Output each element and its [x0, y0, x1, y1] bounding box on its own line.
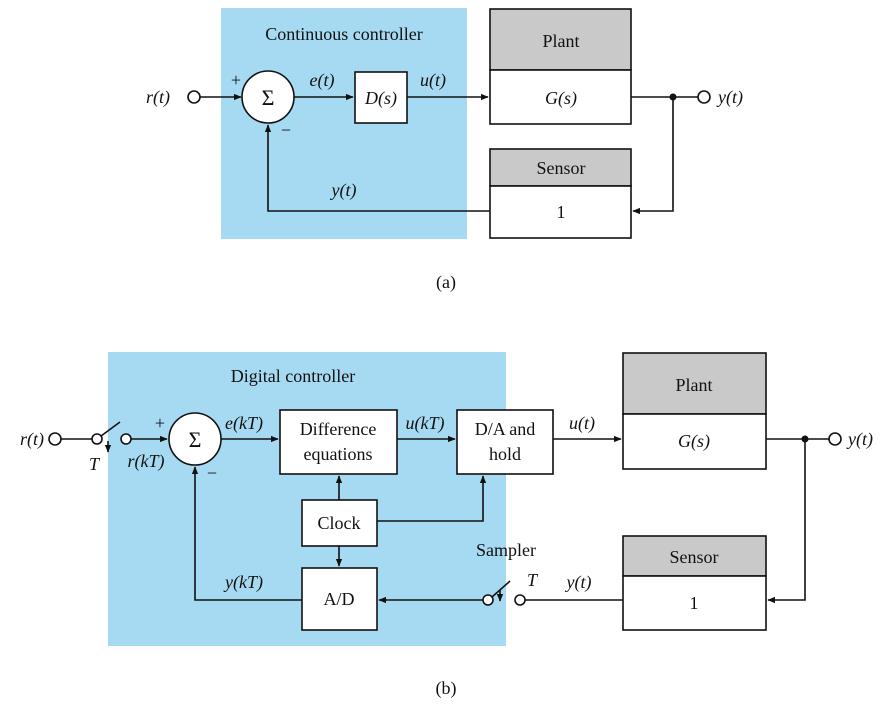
dac-label-line2: hold	[489, 444, 521, 464]
output-terminal	[697, 90, 711, 104]
sigma-symbol: Σ	[262, 85, 275, 110]
sampler-switch	[491, 580, 511, 598]
switch-period-T: T	[89, 454, 101, 474]
caption-a: (a)	[436, 272, 456, 293]
plus-sign: +	[155, 413, 165, 433]
input-r-label: r(t)	[20, 429, 44, 450]
sensor-gain-label: 1	[557, 202, 566, 222]
plant-gs-label: G(s)	[545, 88, 577, 109]
clock-label: Clock	[318, 513, 361, 533]
adc-block	[301, 567, 378, 631]
sampler-period-T: T	[527, 570, 539, 590]
difference-label-line2: equations	[304, 444, 373, 464]
sampler-contact-right	[514, 594, 526, 606]
sampler-label: Sampler	[476, 540, 536, 560]
continuous-controller-label: Continuous controller	[265, 24, 422, 44]
u-label: u(t)	[569, 413, 595, 434]
diagram-b: Digital controller r(t) T r(kT) Σ + − e(…	[20, 352, 873, 699]
difference-label-line1: Difference	[300, 419, 377, 439]
difference-equations-block	[279, 409, 398, 475]
digital-controller-label: Digital controller	[231, 366, 355, 386]
output-y-label: y(t)	[716, 87, 743, 108]
plant-block	[622, 413, 767, 470]
output-to-sensor-arrow	[767, 439, 806, 604]
sampler-contact-left	[482, 594, 494, 606]
ekT-label: e(kT)	[225, 413, 263, 434]
rkT-label: r(kT)	[128, 451, 165, 472]
plant-header-label: Plant	[542, 31, 579, 51]
e-label: e(t)	[310, 70, 335, 91]
dac-hold-block	[456, 409, 554, 475]
continuous-controller-region	[221, 8, 467, 239]
sensor-gain-label: 1	[690, 593, 699, 613]
plant-block	[489, 69, 632, 125]
plus-sign: +	[231, 70, 241, 90]
minus-sign: −	[281, 120, 291, 140]
sensor-header-label: Sensor	[537, 158, 586, 178]
output-to-sensor-arrow	[632, 97, 674, 215]
input-terminal	[48, 432, 62, 446]
sigma-symbol: Σ	[189, 427, 202, 452]
sensor-block	[622, 575, 767, 631]
output-y-label: y(t)	[846, 429, 873, 450]
output-terminal	[828, 432, 842, 446]
plant-header-label: Plant	[675, 375, 712, 395]
switch-contact-right	[120, 433, 132, 445]
ykT-label: y(kT)	[223, 572, 263, 593]
ukT-label: u(kT)	[406, 413, 445, 434]
u-label: u(t)	[420, 70, 446, 91]
sensor-header	[622, 535, 767, 577]
dac-label-line1: D/A and	[475, 419, 536, 439]
sensor-header-label: Sensor	[670, 547, 719, 567]
input-sampler-switch	[100, 421, 121, 437]
switch-contact-left	[91, 433, 103, 445]
minus-sign: −	[207, 463, 217, 483]
caption-b: (b)	[436, 678, 457, 699]
input-terminal	[187, 90, 201, 104]
input-r-label: r(t)	[146, 87, 170, 108]
ds-label: D(s)	[364, 88, 397, 109]
plant-gs-label: G(s)	[678, 431, 710, 452]
feedback-y-label: y(t)	[330, 180, 357, 201]
sensor-y-label: y(t)	[565, 572, 592, 593]
controller-block-ds	[354, 71, 408, 124]
ykT-feedback-arrow	[191, 466, 302, 601]
clock-to-dac-arrow	[377, 475, 487, 522]
feedback-arrow	[264, 124, 490, 212]
adc-label: A/D	[324, 589, 355, 609]
diagram-a: Continuous controller r(t) Σ + − e(t) D(…	[146, 8, 743, 293]
sensor-block	[489, 185, 632, 239]
